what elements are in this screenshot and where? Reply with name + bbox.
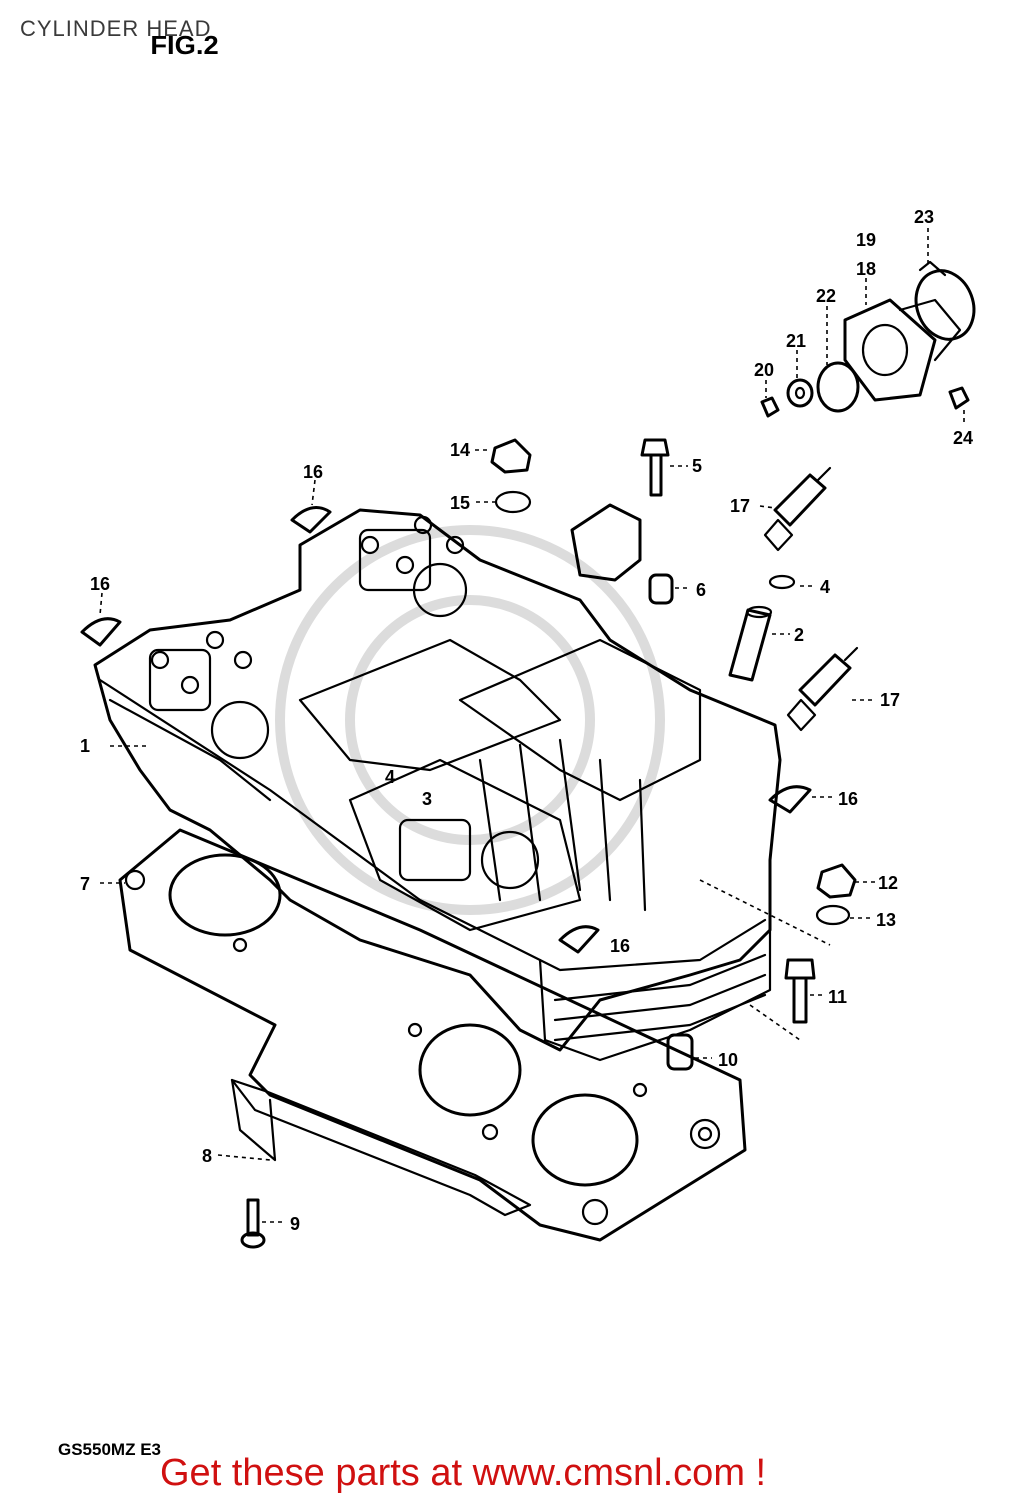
part-16-key-b xyxy=(80,617,122,647)
part-24-screw xyxy=(948,386,970,410)
leader-lines xyxy=(99,228,965,1223)
part-15-washer xyxy=(494,490,532,514)
part-22-oring xyxy=(816,361,860,413)
part-16-key-a xyxy=(290,506,332,534)
cam-cap xyxy=(570,503,642,582)
callout-4: 4 xyxy=(820,577,830,597)
callout-6: 6 xyxy=(696,580,706,600)
head-gasket xyxy=(118,828,747,1242)
callout-16b: 16 xyxy=(90,574,110,594)
part-20-screw xyxy=(760,396,780,418)
callout-9: 9 xyxy=(290,1214,300,1234)
model-code: GS550MZ E3 xyxy=(58,1440,161,1459)
callout-18: 18 xyxy=(856,259,876,279)
figure-label: FIG.2 xyxy=(150,30,219,60)
part-18-intake-pipe xyxy=(843,298,962,402)
callout-10: 10 xyxy=(718,1050,738,1070)
page-title: CYLINDER HEAD xyxy=(20,16,212,41)
callout-2: 2 xyxy=(794,625,804,645)
callout-21: 21 xyxy=(786,331,806,351)
callout-17b: 17 xyxy=(880,690,900,710)
part-21-washer xyxy=(786,378,814,408)
part-10-dowel xyxy=(666,1033,694,1071)
part-17-spark-plug-a xyxy=(763,466,832,552)
part-14-nut xyxy=(490,438,532,474)
callout-13: 13 xyxy=(876,910,896,930)
callout-24: 24 xyxy=(953,428,973,448)
callout-1: 1 xyxy=(80,736,90,756)
callout-17a: 17 xyxy=(730,496,750,516)
cylinder-head-body xyxy=(93,508,782,1062)
callout-12: 12 xyxy=(878,873,898,893)
part-6-dowel xyxy=(648,573,674,605)
callout-16d: 16 xyxy=(610,936,630,956)
callout-7: 7 xyxy=(80,874,90,894)
part-16-key-c xyxy=(768,785,812,814)
callout-20: 20 xyxy=(754,360,774,380)
callout-5: 5 xyxy=(692,456,702,476)
callout-4a: 4 xyxy=(385,767,395,787)
callout-16c: 16 xyxy=(838,789,858,809)
callout-19: 19 xyxy=(856,230,876,250)
promo-link-text[interactable]: Get these parts at www.cmsnl.com ! xyxy=(160,1452,767,1494)
part-12-nut xyxy=(816,863,857,899)
callout-11: 11 xyxy=(828,987,847,1007)
callout-3: 3 xyxy=(422,789,432,809)
part-23-clamp xyxy=(914,260,976,341)
promo-link[interactable]: Get these parts at www.cmsnl.com ! xyxy=(160,1452,766,1495)
part-17-spark-plug-b xyxy=(786,646,859,732)
callout-8: 8 xyxy=(202,1146,212,1166)
callout-labels: 1 2 3 4 4 5 6 7 8 9 10 11 12 13 14 15 16… xyxy=(80,207,973,1234)
part-9-bolt xyxy=(240,1198,266,1249)
callout-14: 14 xyxy=(450,440,470,460)
callout-15: 15 xyxy=(450,493,470,513)
part-13-washer xyxy=(815,904,851,926)
part-2-tube xyxy=(728,605,773,682)
part-4-oring xyxy=(768,574,796,590)
callout-16a: 16 xyxy=(303,462,323,482)
callout-22: 22 xyxy=(816,286,836,306)
callout-23: 23 xyxy=(914,207,934,227)
part-16-key-d xyxy=(558,925,600,954)
part-5-bolt xyxy=(640,438,670,497)
part-11-bolt xyxy=(784,958,816,1024)
